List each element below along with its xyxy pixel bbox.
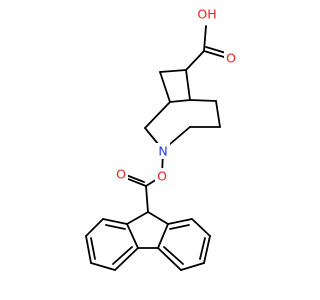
bond <box>144 101 171 129</box>
ester-carbonyl-oxygen-label: O <box>116 167 126 182</box>
bond <box>85 235 92 264</box>
bond <box>169 99 191 103</box>
bond <box>203 25 207 52</box>
fluorenyl-group <box>85 211 211 271</box>
bond <box>185 69 191 101</box>
bond <box>189 99 217 102</box>
bond <box>167 218 193 225</box>
bond <box>157 223 169 249</box>
hydroxyl-label: OH <box>197 7 216 22</box>
ester-oxygen-label: O <box>157 169 167 184</box>
bond <box>199 237 206 260</box>
structure-svg: OH O N O O <box>85 6 238 271</box>
bond <box>185 50 205 71</box>
bond <box>169 224 190 230</box>
acid-carbonyl-oxygen-label: O <box>226 51 236 66</box>
bond <box>112 246 133 265</box>
bond <box>105 224 126 230</box>
bicyclic-core <box>144 69 221 151</box>
bond <box>215 100 221 128</box>
bond <box>145 185 149 213</box>
bond <box>114 247 139 271</box>
bond <box>191 218 211 237</box>
bond <box>90 262 116 271</box>
bond <box>163 246 184 265</box>
carboxylic-acid-group <box>185 25 227 71</box>
bond <box>159 69 187 73</box>
bond <box>85 218 104 237</box>
bond <box>203 235 211 264</box>
bond <box>205 46 227 54</box>
bond <box>203 50 225 58</box>
bond <box>126 211 149 225</box>
molecule-diagram: OH O N O O <box>85 6 238 271</box>
bond <box>157 247 182 271</box>
bond <box>147 211 169 225</box>
bond <box>102 218 128 225</box>
bond <box>180 262 205 271</box>
nitrogen-label: N <box>158 144 167 159</box>
bond <box>126 223 139 249</box>
bond <box>159 71 171 103</box>
atom-labels: OH O N O O <box>114 6 238 184</box>
bond <box>90 237 96 260</box>
